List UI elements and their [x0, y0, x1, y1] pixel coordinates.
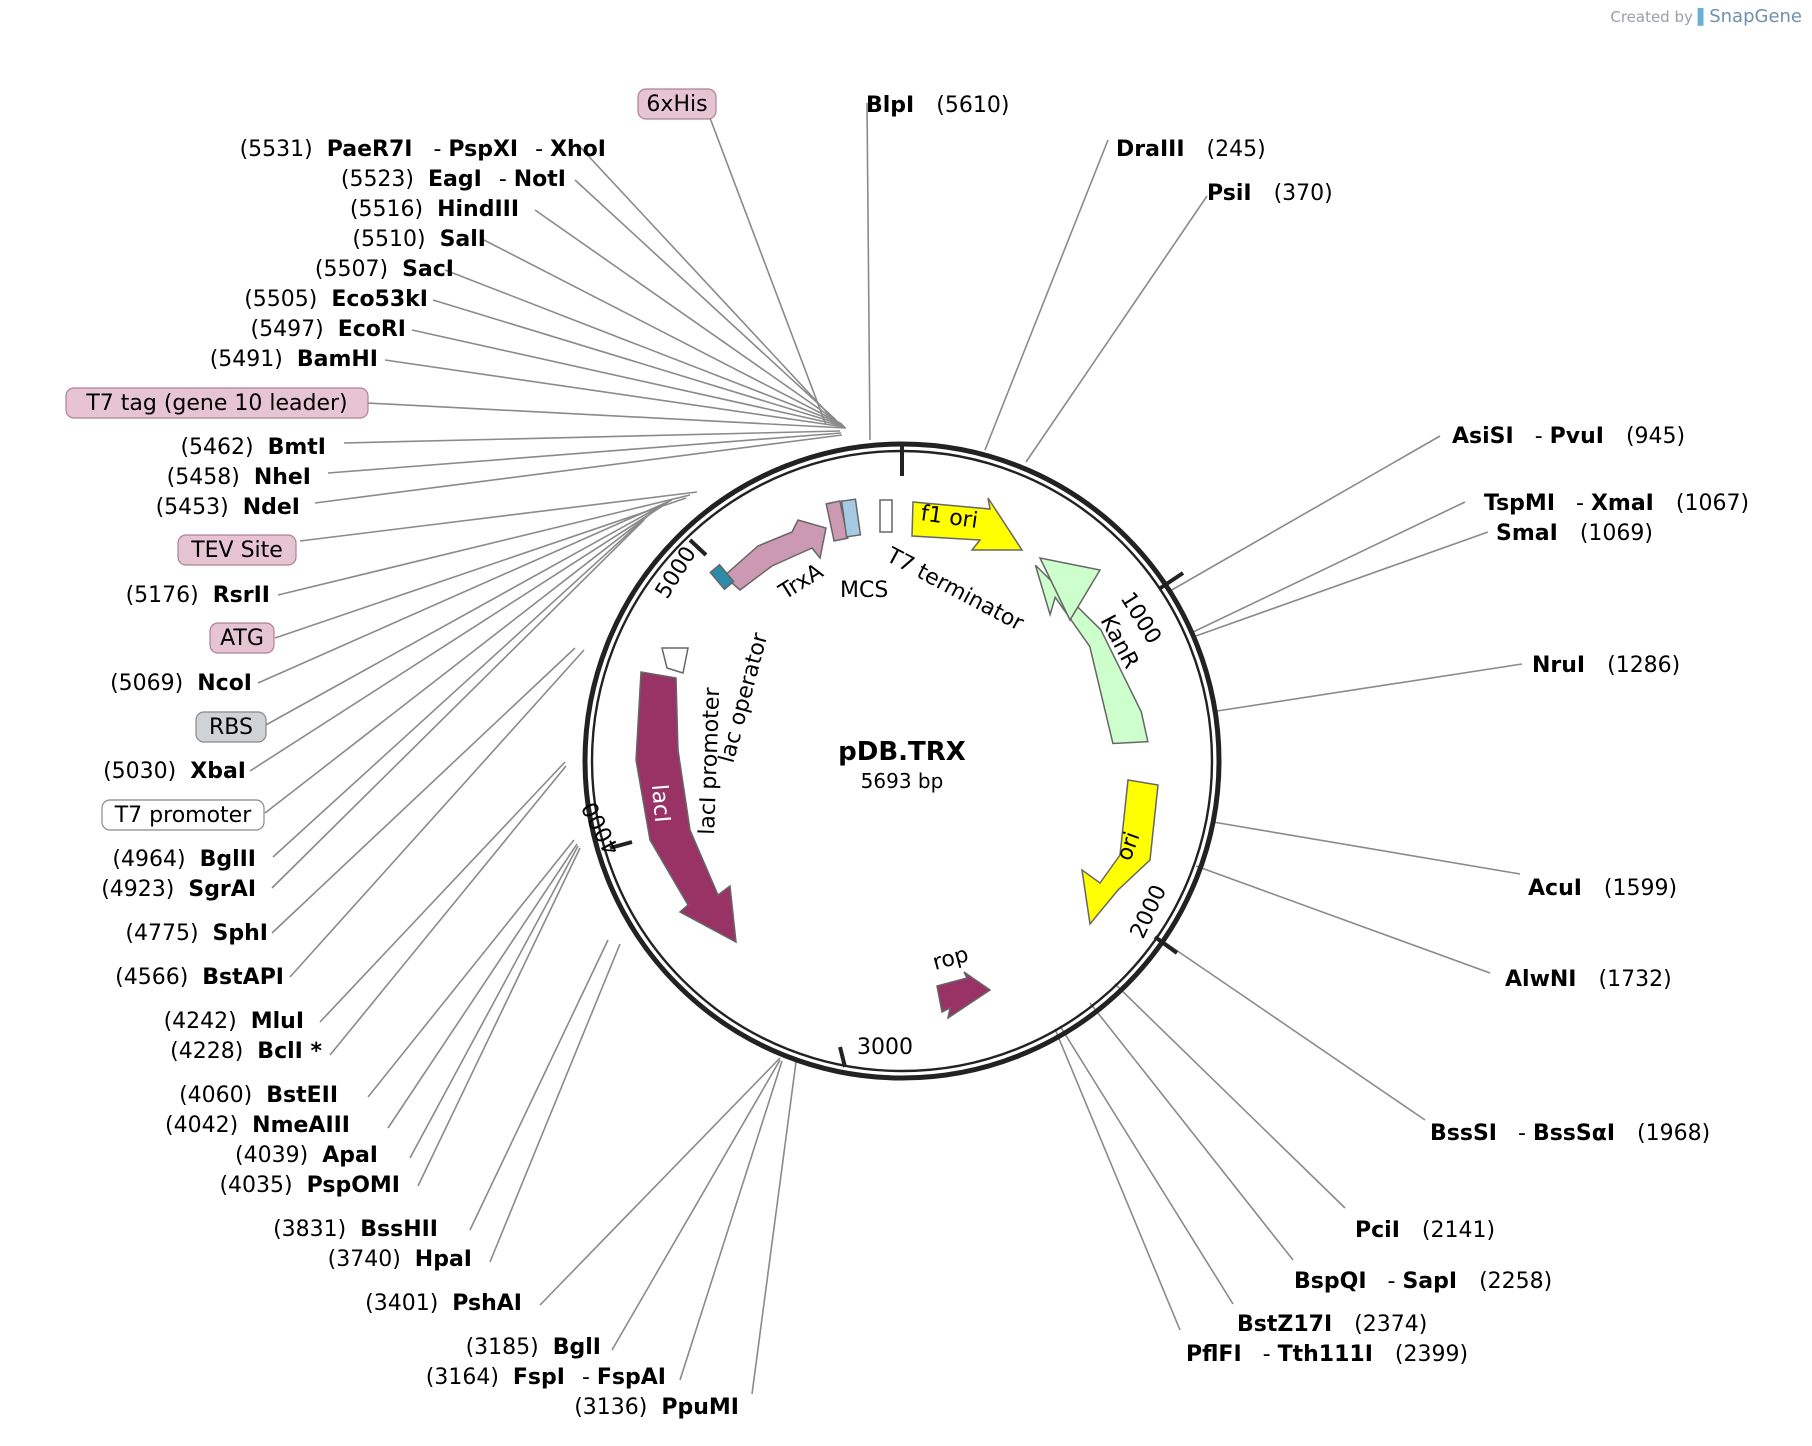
site-ndei: (5453)NdeI: [156, 495, 300, 520]
site-bstz17i: BstZ17I(2374): [1237, 1312, 1427, 1337]
site-sphi: (4775)SphI: [125, 921, 268, 946]
feature-arrow-laci-promoter: [661, 647, 689, 674]
site-paer7i-pspxi-xhoi: (5531)PaeR7I - PspXI - XhoI: [240, 137, 606, 162]
site-eco53ki: (5505)Eco53kI: [244, 287, 428, 312]
svg-text:6xHis: 6xHis: [646, 92, 707, 117]
tick-label-5000: 5000: [651, 542, 702, 603]
site-sali: (5510)SalI: [352, 227, 486, 252]
site-pspomi: (4035)PspOMI: [219, 1173, 400, 1198]
boxed-label-tev-site: TEV Site: [177, 534, 297, 566]
right-sites: BlpI(5610) DraIII(245) PsiI(370) AsiSI -…: [866, 93, 1749, 1367]
svg-text:T7 tag (gene 10 leader): T7 tag (gene 10 leader): [85, 391, 347, 416]
svg-text:RBS: RBS: [209, 715, 253, 740]
feature-label-t7-terminator: T7 terminator: [881, 543, 1028, 637]
boxed-label-t7-tag: T7 tag (gene 10 leader): [65, 387, 369, 419]
site-asisi-pvui: AsiSI - PvuI(945): [1452, 424, 1685, 449]
feature-label-trxa: TrxA: [774, 559, 828, 605]
boxed-label-6xhis: 6xHis: [637, 88, 717, 120]
site-eagi-noti: (5523)EagI - NotI: [341, 167, 566, 192]
site-sgrai: (4923)SgrAI: [101, 877, 256, 902]
site-pflfi-tth111i: PflFI - Tth111I(2399): [1186, 1342, 1468, 1367]
site-bglii: (4964)BglII: [112, 847, 256, 872]
site-bsshii: (3831)BssHII: [273, 1217, 438, 1242]
site-bgli: (3185)BglI: [466, 1335, 601, 1360]
left-sites: (5531)PaeR7I - PspXI - XhoI (5523)EagI -…: [101, 137, 739, 1420]
site-hindiii: (5516)HindIII: [350, 197, 519, 222]
site-bcli: (4228)BclI *: [170, 1039, 322, 1064]
site-bamhi: (5491)BamHI: [210, 347, 378, 372]
site-fspi-fspai: (3164)FspI - FspAI: [426, 1365, 666, 1390]
feature-arrow-trxa: [722, 519, 827, 591]
site-bspqi-sapi: BspQI - SapI(2258): [1294, 1269, 1552, 1294]
feature-lac-operator-box: [709, 563, 735, 591]
plasmid-length: 5693 bp: [861, 769, 944, 793]
site-smai: SmaI(1069): [1496, 521, 1653, 546]
site-bstapi: (4566)BstAPI: [115, 965, 284, 990]
site-tspmi-xmai: TspMI - XmaI(1067): [1484, 491, 1749, 516]
feature-label-mcs: MCS: [840, 578, 888, 603]
svg-text:T7 promoter: T7 promoter: [114, 803, 252, 828]
tick-label-4000: 4000: [578, 797, 626, 858]
site-ecori: (5497)EcoRI: [251, 317, 406, 342]
boxed-label-atg: ATG: [209, 622, 275, 654]
boxed-labels: 6xHis T7 tag (gene 10 leader) TEV Site A…: [65, 88, 717, 831]
site-ppumi: (3136)PpuMI: [574, 1395, 739, 1420]
site-nmeaiii: (4042)NmeAIII: [165, 1113, 350, 1138]
site-bmti: (5462)BmtI: [180, 435, 326, 460]
tick-label-3000: 3000: [857, 1035, 913, 1060]
site-alwni: AlwNI(1732): [1505, 967, 1672, 992]
tick-marks: [609, 444, 1185, 1068]
feature-arrow-kanr-head: [1038, 556, 1102, 622]
features: [635, 497, 1159, 1020]
site-apai: (4039)ApaI: [235, 1143, 378, 1168]
site-saci: (5507)SacI: [315, 257, 454, 282]
site-mlui: (4242)MluI: [164, 1009, 304, 1034]
site-pshai: (3401)PshAI: [365, 1291, 522, 1316]
site-nhei: (5458)NheI: [167, 465, 311, 490]
feature-mcs-box: [840, 498, 862, 538]
boxed-label-t7-promoter: T7 promoter: [101, 799, 265, 831]
boxed-label-rbs: RBS: [195, 711, 267, 743]
feature-arrow-kanr: [1034, 564, 1149, 745]
svg-text:ATG: ATG: [220, 626, 264, 651]
plasmid-name: pDB.TRX: [838, 737, 966, 767]
site-ncoi: (5069)NcoI: [110, 671, 252, 696]
feature-t7-terminator-box: [879, 499, 893, 533]
site-bsteii: (4060)BstEII: [179, 1083, 338, 1108]
credit-prefix: Created by: [1610, 8, 1693, 26]
feature-label-laci-promoter: lacI promoter: [695, 686, 725, 835]
site-acui: AcuI(1599): [1528, 876, 1677, 901]
feature-label-laci: lacI: [646, 783, 674, 823]
site-psii: PsiI(370): [1207, 181, 1333, 206]
connector-lines: [249, 102, 1523, 1395]
site-xbai: (5030)XbaI: [103, 759, 246, 784]
snapgene-logo-icon: ▌: [1697, 8, 1710, 26]
svg-text:TEV Site: TEV Site: [190, 538, 283, 563]
feature-arrow-ori: [1080, 779, 1159, 926]
credit-brand: SnapGene: [1709, 6, 1802, 27]
site-pcii: PciI(2141): [1355, 1218, 1495, 1243]
feature-arrow-laci: [635, 671, 737, 944]
site-hpai: (3740)HpaI: [328, 1247, 472, 1272]
site-draiii: DraIII(245): [1116, 137, 1266, 162]
site-nrui: NruI(1286): [1532, 653, 1680, 678]
site-rsrii: (5176)RsrII: [126, 583, 270, 608]
site-bsssi-bsssai: BssSI - BssSαI(1968): [1430, 1121, 1710, 1146]
feature-arrow-rop: [936, 971, 992, 1020]
site-blpi: BlpI(5610): [866, 93, 1009, 118]
snapgene-credit: Created by ▌SnapGene: [1610, 6, 1802, 27]
feature-arrow-f1-ori: [911, 497, 1024, 551]
feature-label-rop: rop: [930, 942, 971, 975]
